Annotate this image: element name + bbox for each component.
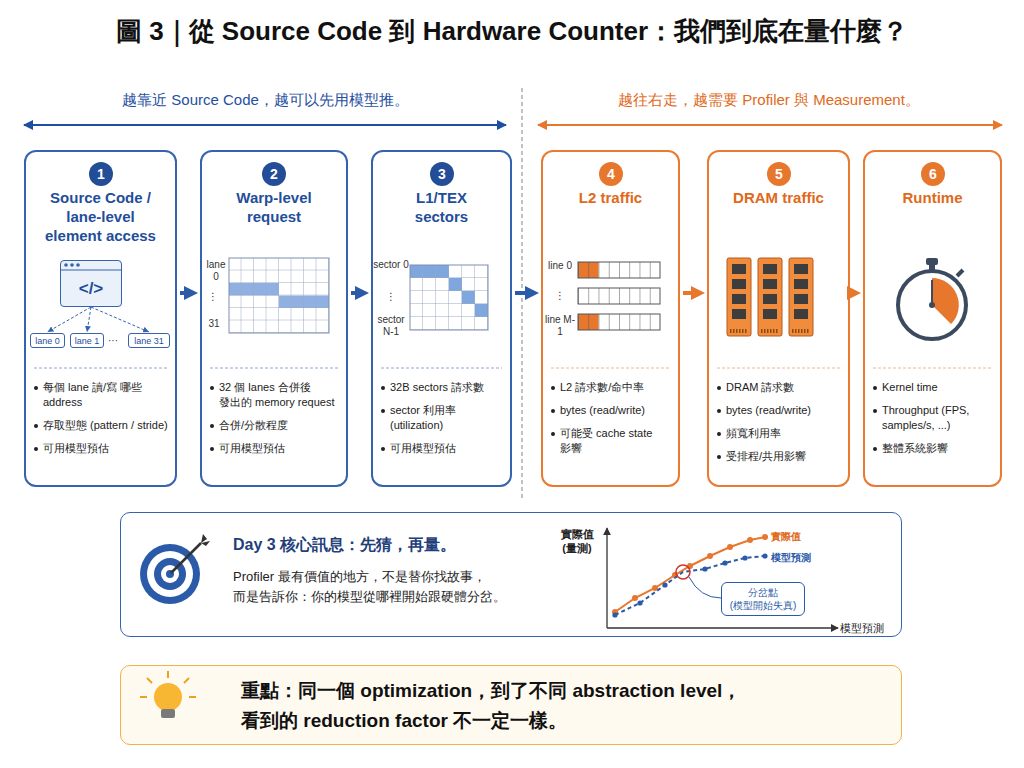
bullet-text: 可用模型預估	[380, 441, 508, 456]
node-text: </>	[79, 279, 104, 299]
note-box: 重點：同一個 optimization，到了不同 abstraction lev…	[120, 665, 902, 745]
message-body: Profiler 最有價值的地方，不是替你找故事， 而是告訴你：你的模型從哪裡開…	[233, 567, 543, 607]
flow-arrow	[180, 291, 191, 295]
node-text: lane 1	[75, 336, 100, 346]
axis-label: sector 0	[373, 259, 409, 271]
stage-title: Source Code / lane-level element access	[42, 188, 160, 245]
node-text: 6	[929, 166, 937, 182]
bullet-text: 32B sectors 請求數	[380, 380, 508, 395]
message-heading: Day 3 核心訊息：先猜，再量。	[233, 535, 456, 556]
lane-box: lane 1	[70, 333, 104, 348]
bullet-list: 每個 lane 讀/寫 哪些 address 存取型態 (pattern / st…	[33, 380, 173, 464]
step-number: 1	[89, 162, 113, 186]
ellipsis: ⋮	[384, 291, 398, 303]
node-text: 5	[775, 166, 783, 182]
scope-arrows	[24, 88, 1002, 500]
axis-label: sector N-1	[373, 314, 409, 338]
lane-box: lane 31	[128, 333, 170, 348]
bullet-text: 存取型態 (pattern / stride)	[33, 418, 173, 433]
scope-label: 越靠近 Source Code，越可以先用模型推。	[18, 90, 513, 110]
node-text: 1	[97, 166, 105, 182]
bullet-text: 可用模型預估	[209, 441, 344, 456]
code-window: </>	[60, 260, 122, 307]
stage-card: Warp-level request 32 個 lanes 合併後 發出的 mem…	[200, 150, 348, 487]
flow-arrow	[515, 291, 532, 295]
stage-title: Runtime	[873, 188, 993, 207]
node-text: lane 0	[35, 336, 60, 346]
step-number: 4	[599, 162, 623, 186]
axis-label: lane 0	[203, 259, 229, 283]
step-number: 3	[430, 162, 454, 186]
bullet-text: sector 利用率 (utilization)	[380, 403, 508, 433]
node-text: 分岔點 (模型開始失真)	[722, 586, 804, 612]
node-text: lane 31	[134, 336, 164, 346]
ellipsis: ⋮	[206, 291, 220, 303]
step-number: 2	[262, 162, 286, 186]
bullet-text: 合併/分散程度	[209, 418, 344, 433]
bullet-text: bytes (read/write)	[716, 403, 846, 418]
callout-box: 分岔點 (模型開始失真)	[721, 582, 805, 616]
bullet-text: 受排程/共用影響	[716, 449, 846, 464]
message-box: Day 3 核心訊息：先猜，再量。 Profiler 最有價值的地方，不是替你找故…	[120, 512, 902, 637]
node-text: 3	[438, 166, 446, 182]
bullet-text: 每個 lane 讀/寫 哪些 address	[33, 380, 173, 410]
diagram-title: 圖 3｜從 Source Code 到 Hardware Counter：我們到…	[0, 14, 1024, 48]
bullet-text: DRAM 請求數	[716, 380, 846, 395]
node-text: 2	[270, 166, 278, 182]
bullet-list: Kernel timeThroughput (FPS, samples/s, .…	[872, 380, 998, 464]
step-number: 6	[921, 162, 945, 186]
bullet-text: 32 個 lanes 合併後 發出的 memory request	[209, 380, 344, 410]
bullet-list: 32 個 lanes 合併後 發出的 memory request 合併/分散程度…	[209, 380, 344, 464]
bullet-text: Kernel time	[872, 380, 998, 395]
stage-card: Source Code / lane-level element access 每…	[24, 150, 177, 487]
lane-box: lane 0	[30, 333, 65, 348]
ellipsis: ···	[104, 335, 122, 347]
legend-text: 模型預測	[771, 552, 811, 564]
note-text: 重點：同一個 optimization，到了不同 abstraction lev…	[241, 676, 781, 736]
flow-arrow	[351, 291, 362, 295]
axis-label: 31	[205, 318, 223, 330]
bullet-list: 32B sectors 請求數 sector 利用率 (utilization) 可…	[380, 380, 508, 464]
scope-label: 越往右走，越需要 Profiler 與 Measurement。	[535, 90, 1003, 110]
stage-title: L2 traffic	[551, 188, 671, 207]
stage-title: L1/TEX sectors	[405, 188, 479, 226]
bullet-text: 頻寬利用率	[716, 426, 846, 441]
axis-label: line 0	[547, 260, 573, 272]
bullet-list: L2 請求數/命中率 bytes (read/write) 可能受 cache st…	[550, 380, 676, 464]
node-text: 4	[607, 166, 615, 182]
legend-text: 實際值	[771, 531, 801, 543]
stage-title: Warp-level request	[224, 188, 324, 226]
bullet-text: 可能受 cache state 影響	[550, 426, 676, 456]
flow-arrow	[853, 291, 854, 295]
ellipsis: ⋮	[553, 290, 567, 302]
axis-title: 實際值 (量測)	[554, 527, 600, 555]
stage-card: DRAM trafficDRAM 請求數 bytes (read/write) 頻寬…	[707, 150, 850, 487]
bullet-text: 整體系統影響	[872, 441, 998, 456]
axis-label: line M-1	[545, 314, 575, 338]
bullet-text: 可用模型預估	[33, 441, 173, 456]
stage-card: RuntimeKernel timeThroughput (FPS, sampl…	[863, 150, 1002, 487]
step-number: 5	[767, 162, 791, 186]
axis-title: 模型預測	[840, 621, 900, 635]
stage-title: DRAM traffic	[719, 188, 839, 207]
bullet-text: Throughput (FPS, samples/s, ...)	[872, 403, 998, 433]
flow-arrow	[683, 291, 698, 295]
bullet-text: bytes (read/write)	[550, 403, 676, 418]
bullet-text: L2 請求數/命中率	[550, 380, 676, 395]
bullet-list: DRAM 請求數 bytes (read/write) 頻寬利用率受排程/共用影響	[716, 380, 846, 472]
